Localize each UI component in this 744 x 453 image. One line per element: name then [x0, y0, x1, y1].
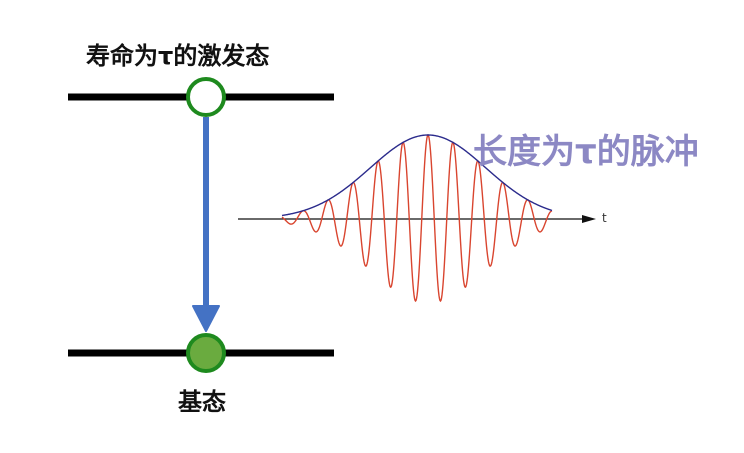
pulse-envelope	[281, 134, 553, 217]
transition-arrow-head	[192, 305, 220, 332]
excited-state-label: 寿命为τ的激发态	[86, 42, 270, 70]
ground-state-label: 基态	[178, 388, 226, 416]
excited-state-dot	[186, 77, 226, 117]
time-axis-arrowhead	[582, 215, 596, 223]
pulse-label: 长度为τ的脉冲	[473, 132, 699, 172]
ground-state-dot	[186, 333, 226, 373]
time-axis-label: t	[602, 211, 607, 225]
